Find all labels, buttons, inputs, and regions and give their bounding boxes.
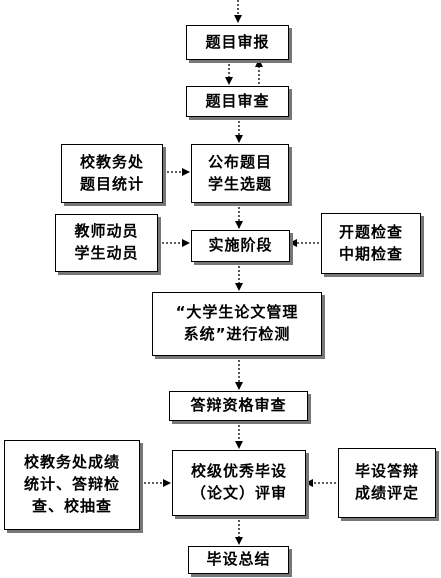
node-checks: 开题检查 中期检查 — [321, 213, 421, 274]
node-topic-review: 题目审查 — [186, 86, 289, 117]
node-school-stats: 校教务处 题目统计 — [61, 144, 163, 203]
node-defense-grade: 毕设答辩 成绩评定 — [338, 448, 436, 518]
node-thesis-system: “大学生论文管理 系统”进行检测 — [152, 292, 322, 356]
node-excellent-review: 校级优秀毕设 （论文）评审 — [172, 450, 306, 516]
node-mobilize: 教师动员 学生动员 — [55, 214, 158, 272]
node-defense-qualification: 答辩资格审查 — [169, 391, 308, 421]
node-summary: 毕设总结 — [188, 546, 289, 574]
node-school-grade: 校教务处成绩 统计、答辩检 查、校抽查 — [4, 440, 140, 530]
node-publish-select: 公布题目 学生选题 — [191, 144, 289, 203]
node-topic-report: 题目审报 — [186, 25, 289, 60]
node-implement: 实施阶段 — [191, 230, 290, 262]
